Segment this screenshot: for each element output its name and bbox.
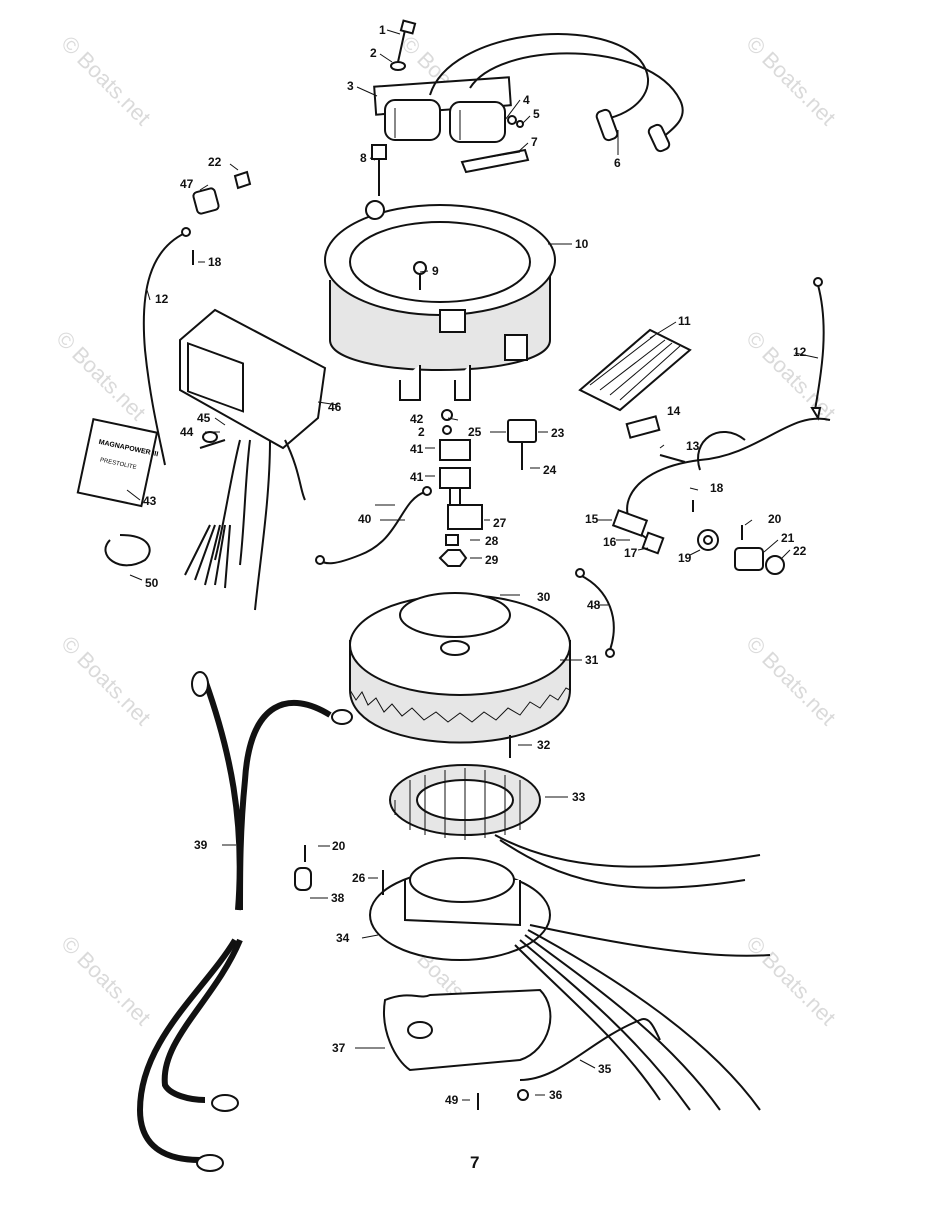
- watermark: © Boats.net: [56, 631, 155, 730]
- callout-9: 9: [432, 264, 439, 278]
- page-number: 7: [470, 1153, 479, 1172]
- watermark: © Boats.net: [51, 326, 150, 425]
- callout-25: 25: [468, 425, 482, 439]
- callout-8: 8: [360, 151, 367, 165]
- callout-18: 18: [710, 481, 724, 495]
- callout-labels: 1 2 3 4 5 7 6 8 22 47 10 9 18 12 11 12 4…: [143, 23, 807, 1107]
- callout-7: 7: [531, 135, 538, 149]
- watermark: © Boats.net: [56, 931, 155, 1030]
- switch-box: [179, 308, 327, 611]
- callout-17: 17: [624, 546, 638, 560]
- callout-41: 41: [410, 470, 424, 484]
- callout-31: 31: [585, 653, 599, 667]
- ignition-coil-assembly: [373, 19, 524, 143]
- callout-34: 34: [336, 931, 350, 945]
- ground-wire-right: [810, 277, 825, 421]
- timing-decal: [460, 148, 530, 174]
- callout-46: 46: [328, 400, 342, 414]
- callout-28: 28: [485, 534, 499, 548]
- callout-41: 41: [410, 442, 424, 456]
- callout-37: 37: [332, 1041, 346, 1055]
- stator-plate: [294, 845, 771, 1111]
- callout-5: 5: [533, 107, 540, 121]
- callout-18: 18: [208, 255, 222, 269]
- callout-40: 40: [358, 512, 372, 526]
- callout-29: 29: [485, 553, 499, 567]
- callout-12: 12: [155, 292, 169, 306]
- callout-4: 4: [523, 93, 530, 107]
- watermark: © Boats.net: [741, 931, 840, 1030]
- lead-48: [575, 568, 615, 658]
- callout-44: 44: [180, 425, 194, 439]
- callout-1: 1: [379, 23, 386, 37]
- callout-36: 36: [549, 1088, 563, 1102]
- mounting-plate: [383, 988, 661, 1110]
- callout-38: 38: [331, 891, 345, 905]
- callout-49: 49: [445, 1093, 459, 1107]
- terminal-block: [578, 328, 692, 463]
- callout-22: 22: [208, 155, 222, 169]
- watermark: © Boats.net: [741, 631, 840, 730]
- callout-50: 50: [145, 576, 159, 590]
- leader-lines: [126, 29, 819, 1101]
- callout-47: 47: [180, 177, 194, 191]
- callout-13: 13: [686, 439, 700, 453]
- coil-screw: [371, 144, 387, 196]
- callout-20: 20: [332, 839, 346, 853]
- ignition-switch-left: [192, 170, 252, 265]
- callout-22: 22: [793, 544, 807, 558]
- callout-48: 48: [587, 598, 601, 612]
- watermark: © Boats.net: [741, 326, 840, 425]
- callout-33: 33: [572, 790, 586, 804]
- stator: [389, 764, 761, 889]
- callout-27: 27: [493, 516, 507, 530]
- decal: MAGNAPOWER III PRESTOLITE: [76, 417, 159, 508]
- callout-6: 6: [614, 156, 621, 170]
- callout-42: 42: [410, 412, 424, 426]
- watermark: © Boats.net: [741, 31, 840, 130]
- callout-32: 32: [537, 738, 551, 752]
- callout-3: 3: [347, 79, 354, 93]
- spark-plug-leads: [429, 33, 684, 153]
- callout-39: 39: [194, 838, 208, 852]
- callout-23: 23: [551, 426, 565, 440]
- strap: [104, 534, 151, 567]
- callout-11: 11: [678, 314, 691, 328]
- ground-wire-left: [142, 227, 191, 466]
- callout-10: 10: [575, 237, 589, 251]
- small-parts-center: [438, 409, 537, 567]
- callout-19: 19: [678, 551, 692, 565]
- callout-14: 14: [667, 404, 681, 418]
- ignition-switch-harness: [611, 417, 831, 575]
- callout-21: 21: [781, 531, 795, 545]
- callout-2: 2: [370, 46, 377, 60]
- callout-26: 26: [352, 871, 366, 885]
- callout-20: 20: [768, 512, 782, 526]
- callout-35: 35: [598, 1062, 612, 1076]
- battery-cables: [136, 671, 353, 1172]
- callout-24: 24: [543, 463, 557, 477]
- armature-plate: [324, 200, 556, 401]
- lead-40: [315, 486, 432, 565]
- callout-43: 43: [143, 494, 157, 508]
- callout-2: 2: [418, 425, 425, 439]
- callout-30: 30: [537, 590, 551, 604]
- callout-16: 16: [603, 535, 617, 549]
- callout-12: 12: [793, 345, 807, 359]
- callout-15: 15: [585, 512, 599, 526]
- callout-45: 45: [197, 411, 211, 425]
- watermark: © Boats.net: [56, 31, 155, 130]
- flywheel: [349, 592, 571, 758]
